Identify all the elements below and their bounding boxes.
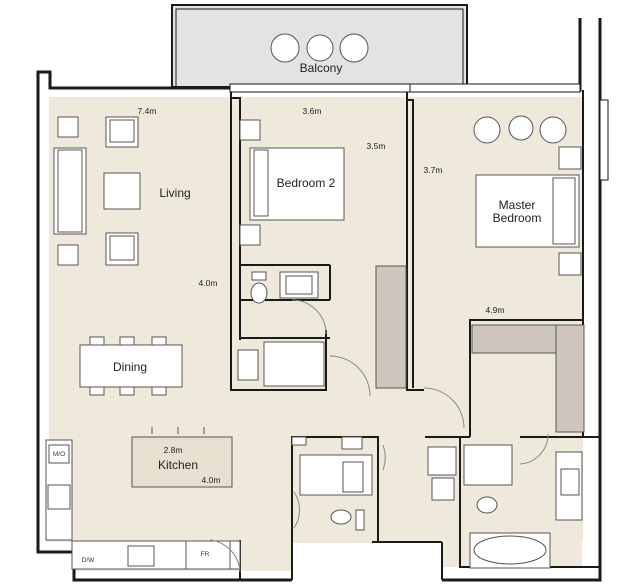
dim-kitchen-length: 4.0m [202,475,221,485]
dim-living-width: 7.4m [138,106,157,116]
kitchen-label: Kitchen [158,458,198,472]
bedroom2-furniture [239,119,345,246]
balcony-label: Balcony [300,61,343,75]
dishwasher-label: D/W [82,557,96,564]
dining-label: Dining [113,360,147,374]
bedroom2-label: Bedroom 2 [277,176,336,190]
kitchen-counter [45,439,241,570]
bathroom2-fixtures [237,271,325,387]
living-label: Living [159,186,190,200]
dim-kitchen-island: 2.8m [164,445,183,455]
kitchen-island [131,427,233,488]
bathroom-fixtures [291,436,583,569]
dining-table [79,336,183,396]
dim-bedroom2-width: 3.6m [303,106,322,116]
walk-in-closet [471,324,585,433]
master-bed [475,146,582,276]
windows [229,83,609,181]
balcony-chairs [270,33,369,63]
dim-master-width: 4.9m [486,305,505,315]
master-label-line1: Master [499,198,536,212]
interior-walls [230,88,600,580]
door-swings [209,299,549,573]
master-label-line2: Bedroom [493,211,542,225]
closet-wardrobe [375,265,407,389]
fridge-label: FR [201,551,210,558]
living-furniture [53,116,141,266]
microwave-label: M/O [53,451,65,458]
dimension-labels: 7.4m 3.6m 3.5m 3.7m 4.0m 4.9m 2.8m 4.0m [138,106,505,485]
master-chairs [473,115,567,144]
dim-bedroom2-depth: 3.5m [367,141,386,151]
dim-living-depth: 4.0m [199,278,218,288]
dim-master-depth: 3.7m [424,165,443,175]
